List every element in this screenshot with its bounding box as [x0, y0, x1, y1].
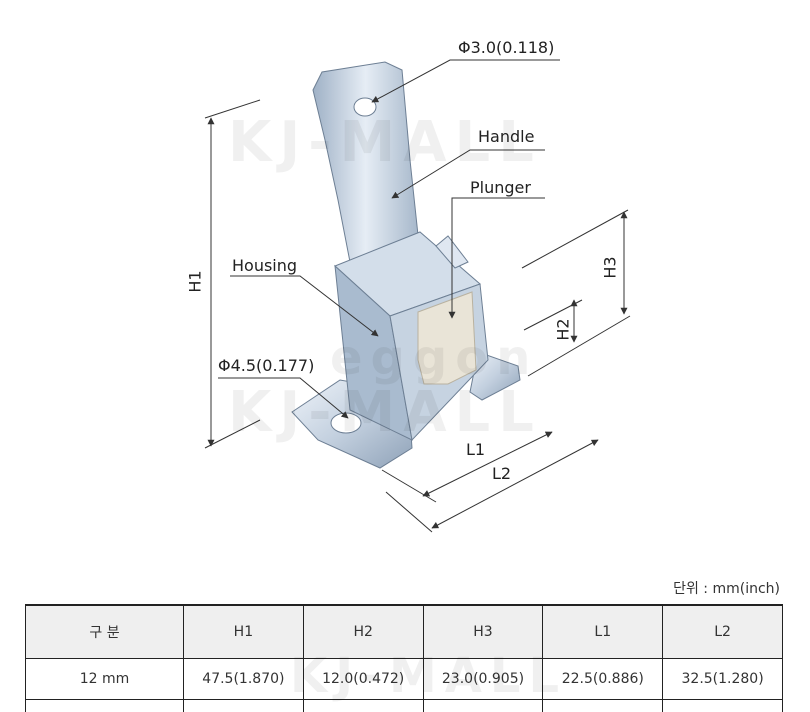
header-l2: L2	[663, 605, 783, 659]
label-top-hole: Φ3.0(0.118)	[458, 38, 554, 57]
dim-l1: L1	[466, 440, 485, 459]
label-handle: Handle	[478, 127, 534, 146]
header-h1: H1	[184, 605, 304, 659]
watermark-middle: eggon	[330, 330, 538, 386]
watermark-bottom: KJ-MALL	[228, 380, 542, 445]
dim-h1: H1	[186, 270, 205, 292]
dim-l2: L2	[492, 464, 511, 483]
technical-drawing	[0, 0, 810, 560]
label-bottom-hole: Φ4.5(0.177)	[218, 356, 314, 375]
label-housing: Housing	[232, 256, 297, 275]
dim-h2: H2	[554, 318, 573, 340]
bracket-diagram: KJ-MALL eggon KJ-MALL Φ3.0(0.118) Handle…	[0, 0, 810, 560]
cell-l2: 32.5(1.280)	[663, 659, 783, 700]
watermark-table: KJ-MALL	[290, 648, 567, 704]
header-category: 구 분	[26, 605, 184, 659]
cell-size: 12 mm	[26, 659, 184, 700]
label-plunger: Plunger	[470, 178, 531, 197]
dim-h3: H3	[601, 256, 620, 278]
cell-h1: 47.5(1.870)	[184, 659, 304, 700]
unit-note: 단위 : mm(inch)	[673, 578, 780, 598]
